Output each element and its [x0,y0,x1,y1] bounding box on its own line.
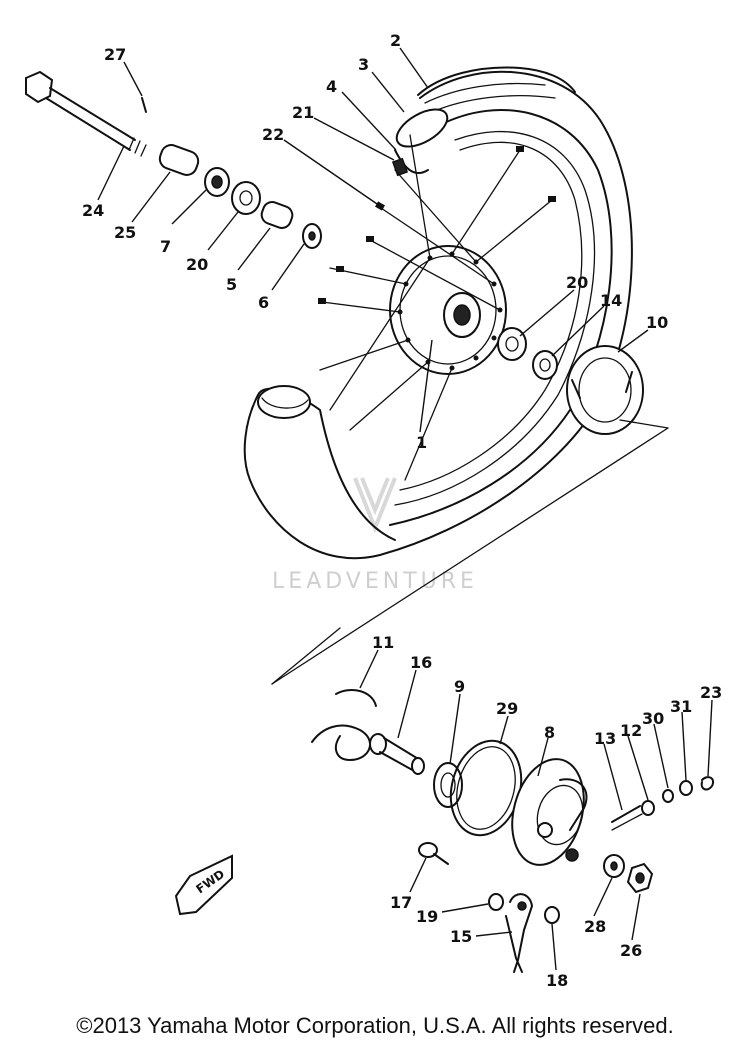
callout-28: 28 [584,917,606,936]
hub-center [453,304,471,326]
callout-3: 3 [358,55,369,74]
callout-numbers: 27 2 3 4 21 22 24 25 7 20 5 6 20 14 10 1… [82,31,722,990]
callout-9: 9 [454,677,465,696]
tire-outer-edge [243,70,633,560]
axle-collar [158,144,200,176]
callout-12: 12 [620,721,642,740]
leader-lines [97,47,713,971]
spacer [260,201,294,229]
callout-22: 22 [262,125,284,144]
callout-17: 17 [390,893,412,912]
front-axle [25,70,147,157]
cotter-pin [141,97,147,113]
callout-29: 29 [496,699,518,718]
callout-30: 30 [642,709,664,728]
callout-19: 19 [416,907,438,926]
brake-cam-shaft [369,733,425,775]
brake-return-spring [311,689,377,761]
callout-15: 15 [450,927,472,946]
axle-thread [128,137,147,157]
callout-25: 25 [114,223,136,242]
plain-washer [679,780,693,796]
callout-1: 1 [416,433,427,452]
rim-well [399,141,583,491]
callout-10: 10 [646,313,668,332]
lever-nut [544,906,560,924]
callout-24: 24 [82,201,104,220]
watermark-text: LEADVENTURE [272,569,478,594]
callout-27: 27 [104,45,126,64]
callout-5: 5 [226,275,237,294]
callout-8: 8 [544,723,555,742]
rim-section-lower [257,385,311,419]
callout-31: 31 [670,697,692,716]
lever-washer [488,893,504,911]
callout-4: 4 [326,77,337,96]
brake-cam-lever [505,893,533,973]
axle-head [25,70,54,104]
tread-edge [417,66,576,96]
spokes [319,134,553,481]
tread-pattern [424,82,556,113]
hub-oil-seal [532,350,558,380]
callout-11: 11 [372,633,394,652]
callout-16: 16 [410,653,432,672]
front-wheel [243,66,633,560]
rim-inner [394,130,596,506]
axle-shaft-bottom [45,97,131,151]
valve-stem [391,157,409,177]
rim-outer [389,109,613,526]
axle-shaft-top [49,87,136,141]
callout-23: 23 [700,683,722,702]
copyright-notice: ©2013 Yamaha Motor Corporation, U.S.A. A… [76,1013,674,1038]
callout-20-left: 20 [186,255,208,274]
callout-6: 6 [258,293,269,312]
callout-2: 2 [390,31,401,50]
callout-7: 7 [160,237,171,256]
bolt [418,842,449,865]
spring-washer [662,789,674,803]
callout-14: 14 [600,291,622,310]
forward-arrow-icon: FWD [174,854,233,916]
brake-shoes [566,345,644,435]
rim-section-detail [261,397,309,409]
callout-20-right: 20 [566,273,588,292]
callout-18: 18 [546,971,568,990]
bearing-left [231,181,261,215]
callout-21: 21 [292,103,314,122]
rim-strip [394,149,429,175]
brake-adjuster [611,800,655,831]
brake-shoe-plate [511,758,588,866]
callout-26: 26 [620,941,642,960]
cotter-pin-brake [700,776,714,791]
leadventure-watermark: LEADVENTURE [272,477,478,594]
exploded-view-guides [271,419,669,685]
bearing-right [497,327,527,361]
tube-section [395,108,449,148]
callout-13: 13 [594,729,616,748]
